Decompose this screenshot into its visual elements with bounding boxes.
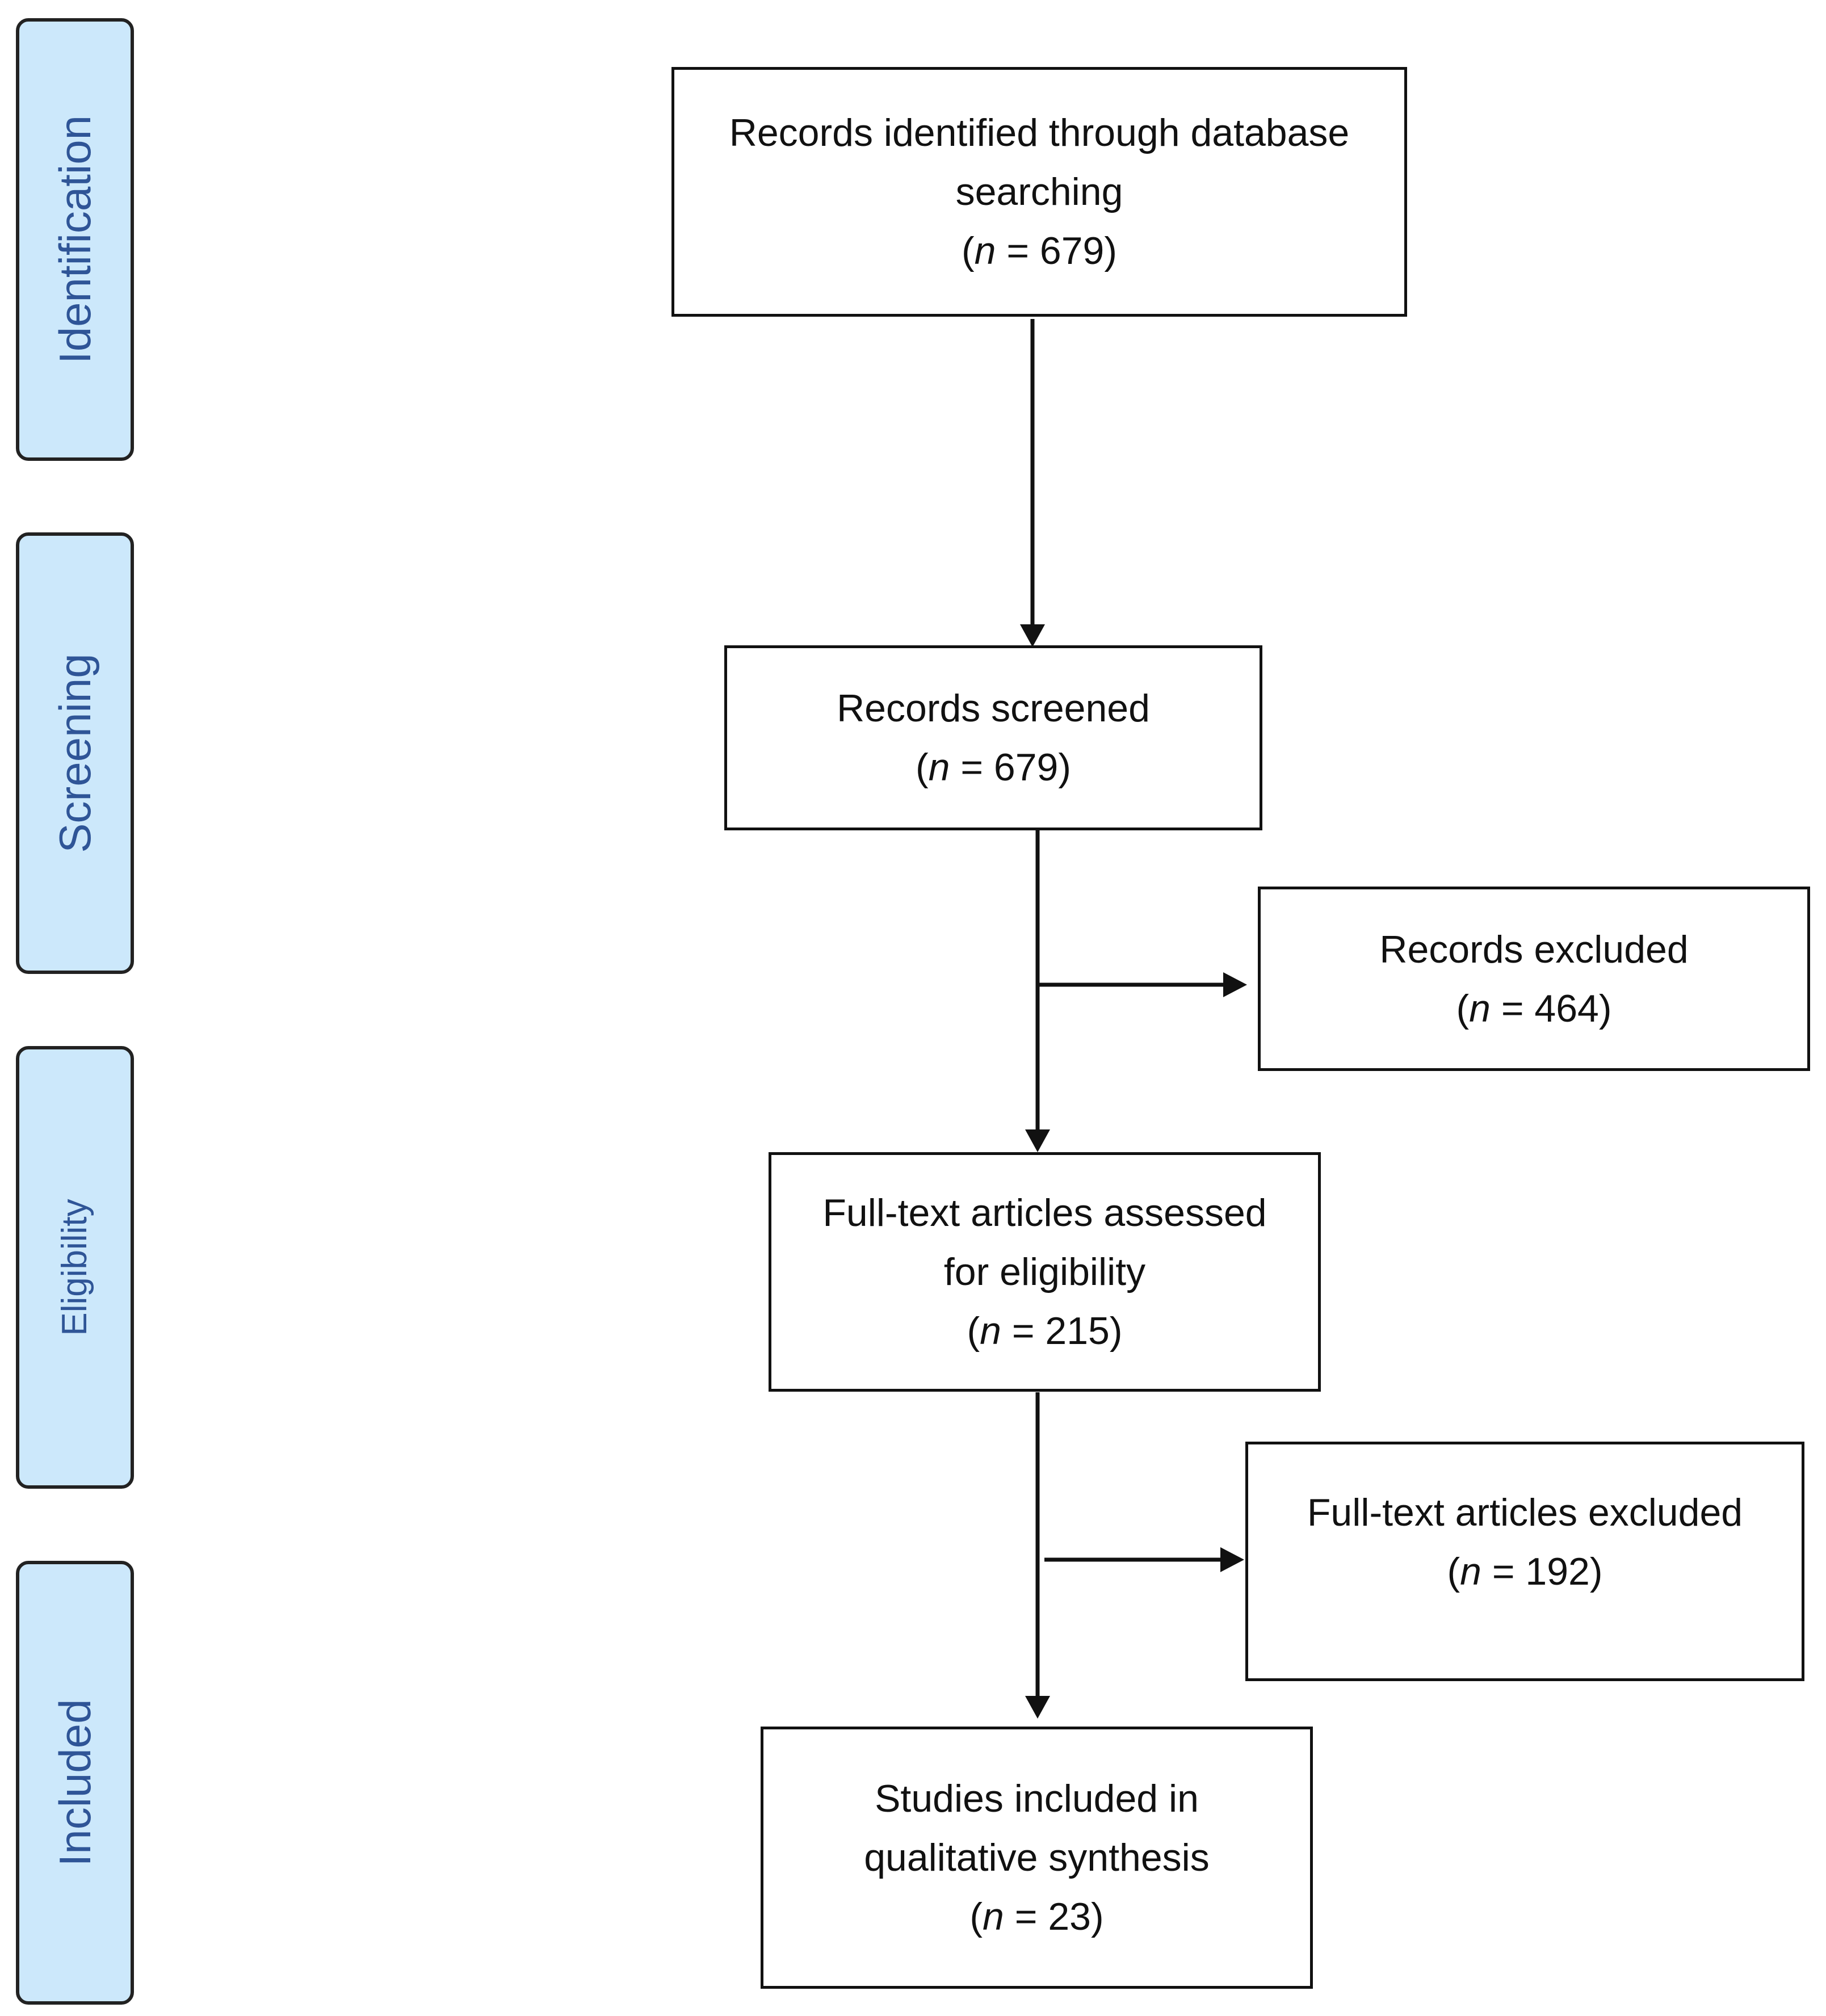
fulltext-assessed-count: (n = 215) [967, 1309, 1123, 1353]
box-records-identified: Records identified through database sear… [671, 67, 1407, 317]
n-symbol: n [980, 1309, 1001, 1353]
box-studies-included: Studies included in qualitative synthesi… [761, 1727, 1313, 1989]
box-records-excluded: Records excluded (n = 464) [1258, 887, 1810, 1071]
n-symbol: n [983, 1895, 1004, 1938]
studies-included-line1: Studies included in [875, 1777, 1199, 1820]
n-symbol: n [1469, 986, 1491, 1030]
n-value: 23 [1048, 1895, 1091, 1938]
arrowhead-screened-to-fulltext [1025, 1129, 1050, 1152]
arrowhead-fulltext-to-included [1025, 1696, 1050, 1719]
studies-included-line2: qualitative synthesis [864, 1836, 1210, 1879]
box-records-screened: Records screened (n = 679) [724, 645, 1262, 830]
records-identified-count: (n = 679) [961, 229, 1118, 272]
box-fulltext-assessed: Full-text articles assessed for eligibil… [769, 1152, 1321, 1392]
stage-identification: Identification [16, 18, 134, 461]
n-value: 464 [1534, 986, 1599, 1030]
fulltext-excluded-count: (n = 192) [1447, 1550, 1603, 1593]
stage-eligibility: Eligibility [16, 1046, 134, 1489]
n-symbol: n [1460, 1550, 1481, 1593]
n-symbol: n [928, 746, 950, 789]
records-screened-line1: Records screened [837, 687, 1150, 730]
fulltext-assessed-line2: for eligibility [943, 1250, 1146, 1293]
n-value: 679 [1039, 229, 1105, 272]
stage-included: Included [16, 1561, 134, 2005]
fulltext-assessed-line1: Full-text articles assessed [822, 1191, 1267, 1234]
stage-screening: Screening [16, 532, 134, 974]
studies-included-count: (n = 23) [969, 1895, 1104, 1938]
arrowhead-to-records-excluded [1223, 972, 1247, 997]
fulltext-excluded-line1: Full-text articles excluded [1307, 1491, 1743, 1534]
records-identified-line2: searching [955, 170, 1123, 213]
n-value: 215 [1045, 1309, 1110, 1353]
n-symbol: n [974, 229, 996, 272]
records-excluded-line1: Records excluded [1379, 927, 1689, 971]
n-value: 679 [993, 746, 1059, 789]
arrowhead-to-fulltext-excluded [1220, 1547, 1244, 1572]
records-excluded-count: (n = 464) [1456, 986, 1612, 1030]
arrowhead-identified-to-screened [1020, 624, 1045, 647]
records-screened-count: (n = 679) [915, 746, 1072, 789]
n-value: 192 [1525, 1550, 1590, 1593]
records-identified-line1: Records identified through database [729, 111, 1350, 154]
box-fulltext-excluded: Full-text articles excluded (n = 192) [1245, 1442, 1804, 1681]
